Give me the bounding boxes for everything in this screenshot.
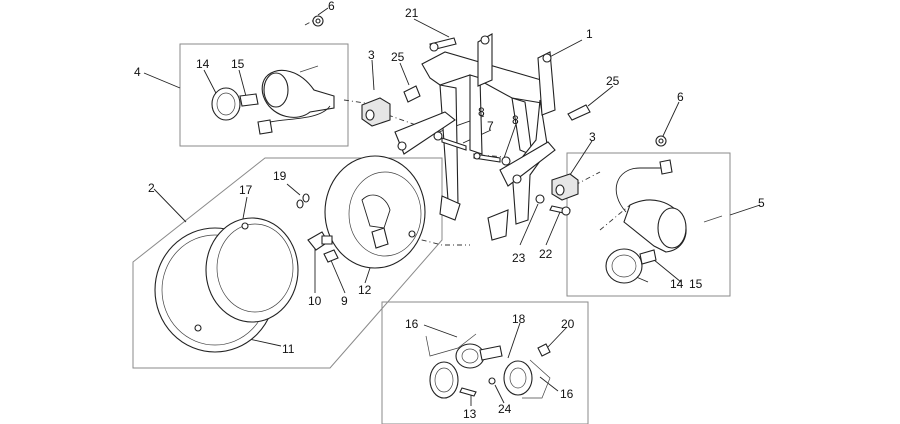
callout-17: 17: [239, 183, 253, 197]
callout-10: 10: [308, 294, 322, 308]
group-box-headlight: [132, 157, 443, 369]
parking-bulb-9: [323, 249, 339, 263]
callout-1: 1: [586, 27, 593, 41]
callout-11: 11: [282, 342, 295, 356]
headlight-bracket-frame: [394, 33, 556, 241]
callout-23: 23: [512, 251, 526, 265]
callout-6-right: 6: [677, 90, 684, 104]
callout-2: 2: [148, 181, 155, 195]
right-turn-signal: [605, 159, 723, 284]
callout-25-left: 25: [391, 50, 405, 64]
group-box-horn: [381, 301, 589, 424]
washer-8: [433, 131, 511, 166]
callout-3-right: 3: [589, 130, 596, 144]
washer-23: [535, 194, 545, 204]
callout-18: 18: [512, 312, 526, 326]
callout-16-bottom: 16: [560, 387, 574, 401]
bolt-21: [429, 37, 457, 52]
callout-labels: 1 2 3 3 4 5 6 6 7 8 8 9 10 11 12 13 14 1…: [134, 0, 765, 421]
callout-7: 7: [487, 119, 494, 133]
callout-12: 12: [358, 283, 372, 297]
nut-6-right: [655, 135, 667, 147]
callout-8-right: 8: [512, 113, 519, 127]
screw-22: [549, 205, 571, 216]
callout-21: 21: [405, 6, 419, 20]
assembly-centerlines: [304, 17, 631, 246]
callout-24: 24: [498, 402, 512, 416]
horn-assembly: [425, 333, 551, 399]
callout-15-right: 15: [689, 277, 703, 291]
headlight-bulb-10: [307, 231, 333, 251]
group-box-left-turn-signal: [179, 43, 349, 147]
callout-22: 22: [539, 247, 553, 261]
headlight-shell: [324, 155, 426, 269]
spacer-25-left: [403, 85, 421, 103]
callout-16-top: 16: [405, 317, 419, 331]
callout-15-left: 15: [231, 57, 245, 71]
callout-14-left: 14: [196, 57, 210, 71]
callout-9: 9: [341, 294, 348, 308]
bolt-7: [473, 152, 501, 163]
callout-8-left: 8: [478, 105, 485, 119]
left-turn-signal: [211, 65, 335, 135]
group-box-right-turn-signal: [566, 152, 731, 297]
callout-20: 20: [561, 317, 575, 331]
headlight-rim-and-lens: [154, 217, 299, 353]
nut-6-left: [312, 15, 324, 27]
rubber-block-3-right: [551, 173, 579, 201]
spacer-25-right: [567, 104, 591, 121]
clips-19: [296, 193, 310, 209]
callout-6-top: 6: [328, 0, 335, 13]
rubber-block-3-left: [361, 97, 391, 127]
callout-25-right: 25: [606, 74, 620, 88]
callout-3-left: 3: [368, 48, 375, 62]
callout-19: 19: [273, 169, 287, 183]
callout-13: 13: [463, 407, 477, 421]
callout-5: 5: [758, 196, 765, 210]
callout-14-right: 14: [670, 277, 684, 291]
callout-4: 4: [134, 65, 141, 79]
